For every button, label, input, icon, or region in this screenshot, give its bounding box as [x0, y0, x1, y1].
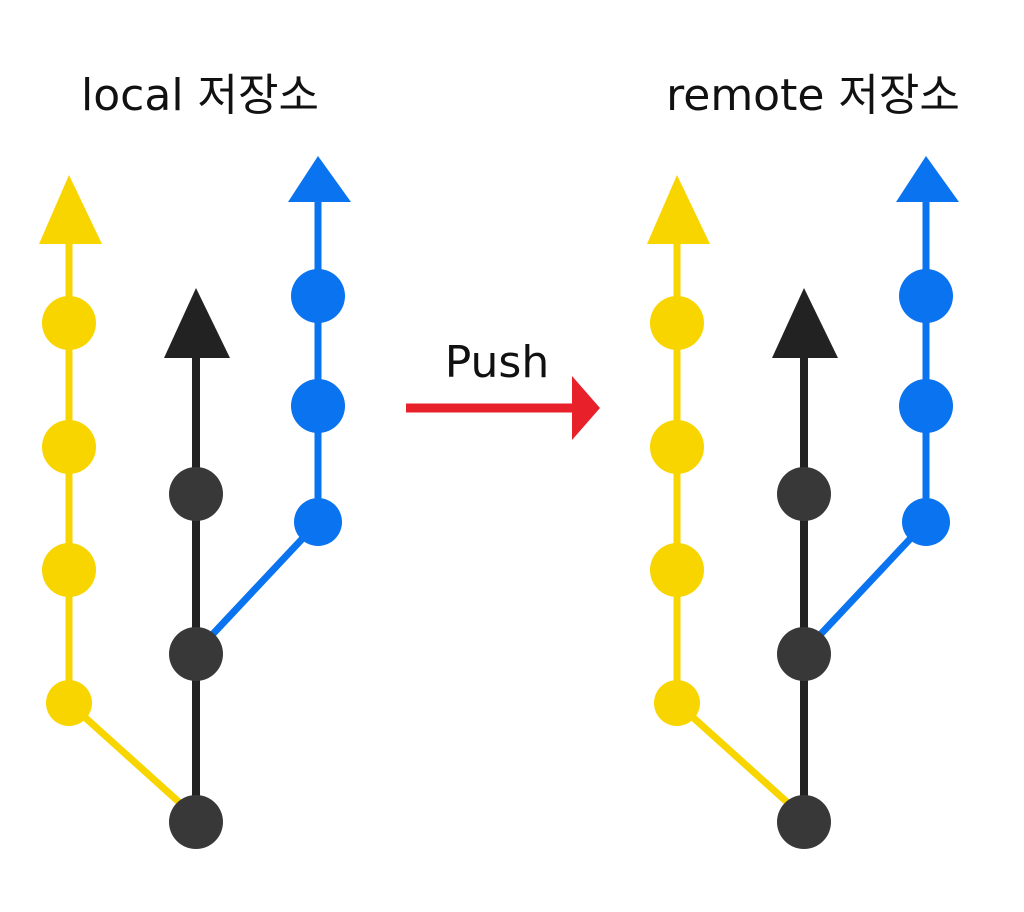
- yellow-commit-node: [42, 543, 96, 597]
- yellow-commit-node: [650, 296, 704, 350]
- black-commit-node: [169, 627, 223, 681]
- black-commit-node: [777, 467, 831, 521]
- blue-branch-arrowhead: [896, 156, 959, 202]
- blue-commit-node: [899, 379, 953, 433]
- black-branch-arrowhead: [772, 288, 838, 358]
- remote-repo-title: remote 저장소: [666, 70, 960, 121]
- push-arrow: [406, 376, 600, 440]
- blue-commit-node: [291, 269, 345, 323]
- black-branch-arrowhead: [164, 288, 230, 358]
- blue-commit-node: [291, 379, 345, 433]
- yellow-branch-arrowhead: [39, 175, 102, 244]
- yellow-commit-node: [650, 420, 704, 474]
- black-commit-node: [169, 795, 223, 849]
- yellow-commit-node: [46, 680, 92, 726]
- yellow-branch-connector: [66, 700, 193, 815]
- blue-branch-connector: [801, 519, 929, 655]
- blue-commit-node: [899, 269, 953, 323]
- yellow-branch-arrowhead: [647, 175, 710, 244]
- blue-branch-connector: [193, 519, 321, 655]
- blue-commit-node: [294, 498, 342, 546]
- push-label: Push: [445, 337, 549, 388]
- yellow-commit-node: [654, 680, 700, 726]
- yellow-commit-node: [650, 543, 704, 597]
- black-commit-node: [777, 795, 831, 849]
- yellow-commit-node: [42, 420, 96, 474]
- push-arrow-head: [572, 376, 600, 440]
- yellow-commit-node: [42, 296, 96, 350]
- blue-branch-arrowhead: [288, 156, 351, 202]
- local-repo-title: local 저장소: [81, 70, 319, 121]
- blue-commit-node: [902, 498, 950, 546]
- black-commit-node: [777, 627, 831, 681]
- remote-repo-graph: [647, 156, 959, 849]
- yellow-branch-connector: [674, 700, 801, 815]
- black-commit-node: [169, 467, 223, 521]
- local-repo-graph: [39, 156, 351, 849]
